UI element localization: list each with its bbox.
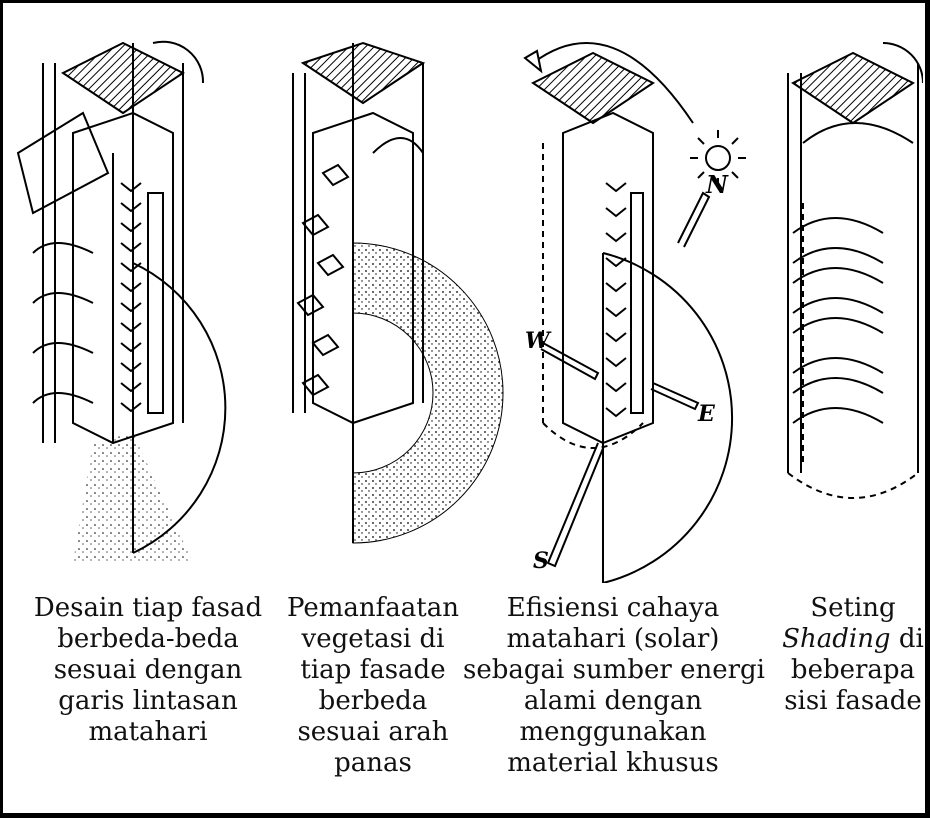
tower-sketch-1 bbox=[13, 3, 283, 583]
tower-drawing-4 bbox=[773, 3, 923, 583]
figure-frame: Desain tiap fasad berbeda-beda sesuai de… bbox=[3, 3, 925, 813]
compass-west-label: W bbox=[525, 328, 552, 354]
tower-drawing-2 bbox=[273, 3, 523, 583]
caption-panel-4: Seting Shading di beberapa sisi fasade bbox=[778, 593, 928, 717]
tower-drawing-1 bbox=[13, 3, 283, 583]
caption-line: panas bbox=[273, 748, 473, 779]
tower-sketch-2 bbox=[273, 3, 523, 583]
tower-drawing-3: N W E S bbox=[503, 3, 783, 583]
caption-line: sisi fasade bbox=[778, 686, 928, 717]
caption-line: tiap fasade bbox=[273, 655, 473, 686]
caption-line: Seting bbox=[778, 593, 928, 624]
compass-north-label: N bbox=[705, 170, 729, 199]
tower-sketch-3: N W E S bbox=[503, 3, 783, 583]
caption-line: Desain tiap fasad bbox=[13, 593, 283, 624]
caption-line: garis lintasan bbox=[13, 686, 283, 717]
caption-line: Pemanfaatan bbox=[273, 593, 473, 624]
caption-line: menggunakan bbox=[463, 717, 763, 748]
caption-italic-word: Shading bbox=[782, 624, 890, 654]
sun-icon bbox=[706, 146, 730, 170]
caption-line: berbeda bbox=[273, 686, 473, 717]
caption-line: sebagai sumber energi bbox=[463, 655, 763, 686]
caption-line: sesuai dengan bbox=[13, 655, 283, 686]
caption-line: material khusus bbox=[463, 748, 763, 779]
caption-line: Efisiensi cahaya bbox=[463, 593, 763, 624]
caption-panel-2: Pemanfaatan vegetasi di tiap fasade berb… bbox=[273, 593, 473, 779]
caption-line: beberapa bbox=[778, 655, 928, 686]
caption-line: berbeda-beda bbox=[13, 624, 283, 655]
tower-sketch-4 bbox=[773, 3, 923, 583]
caption-line: vegetasi di bbox=[273, 624, 473, 655]
caption-line: alami dengan bbox=[463, 686, 763, 717]
compass-south-label: S bbox=[533, 548, 549, 574]
caption-line: sesuai arah bbox=[273, 717, 473, 748]
compass-east-label: E bbox=[697, 401, 716, 427]
caption-panel-3: Efisiensi cahaya matahari (solar) sebaga… bbox=[463, 593, 763, 779]
caption-line-rest: di bbox=[899, 624, 924, 654]
caption-line: matahari bbox=[13, 717, 283, 748]
caption-line: Shading di bbox=[778, 624, 928, 655]
caption-line: matahari (solar) bbox=[463, 624, 763, 655]
caption-panel-1: Desain tiap fasad berbeda-beda sesuai de… bbox=[13, 593, 283, 748]
